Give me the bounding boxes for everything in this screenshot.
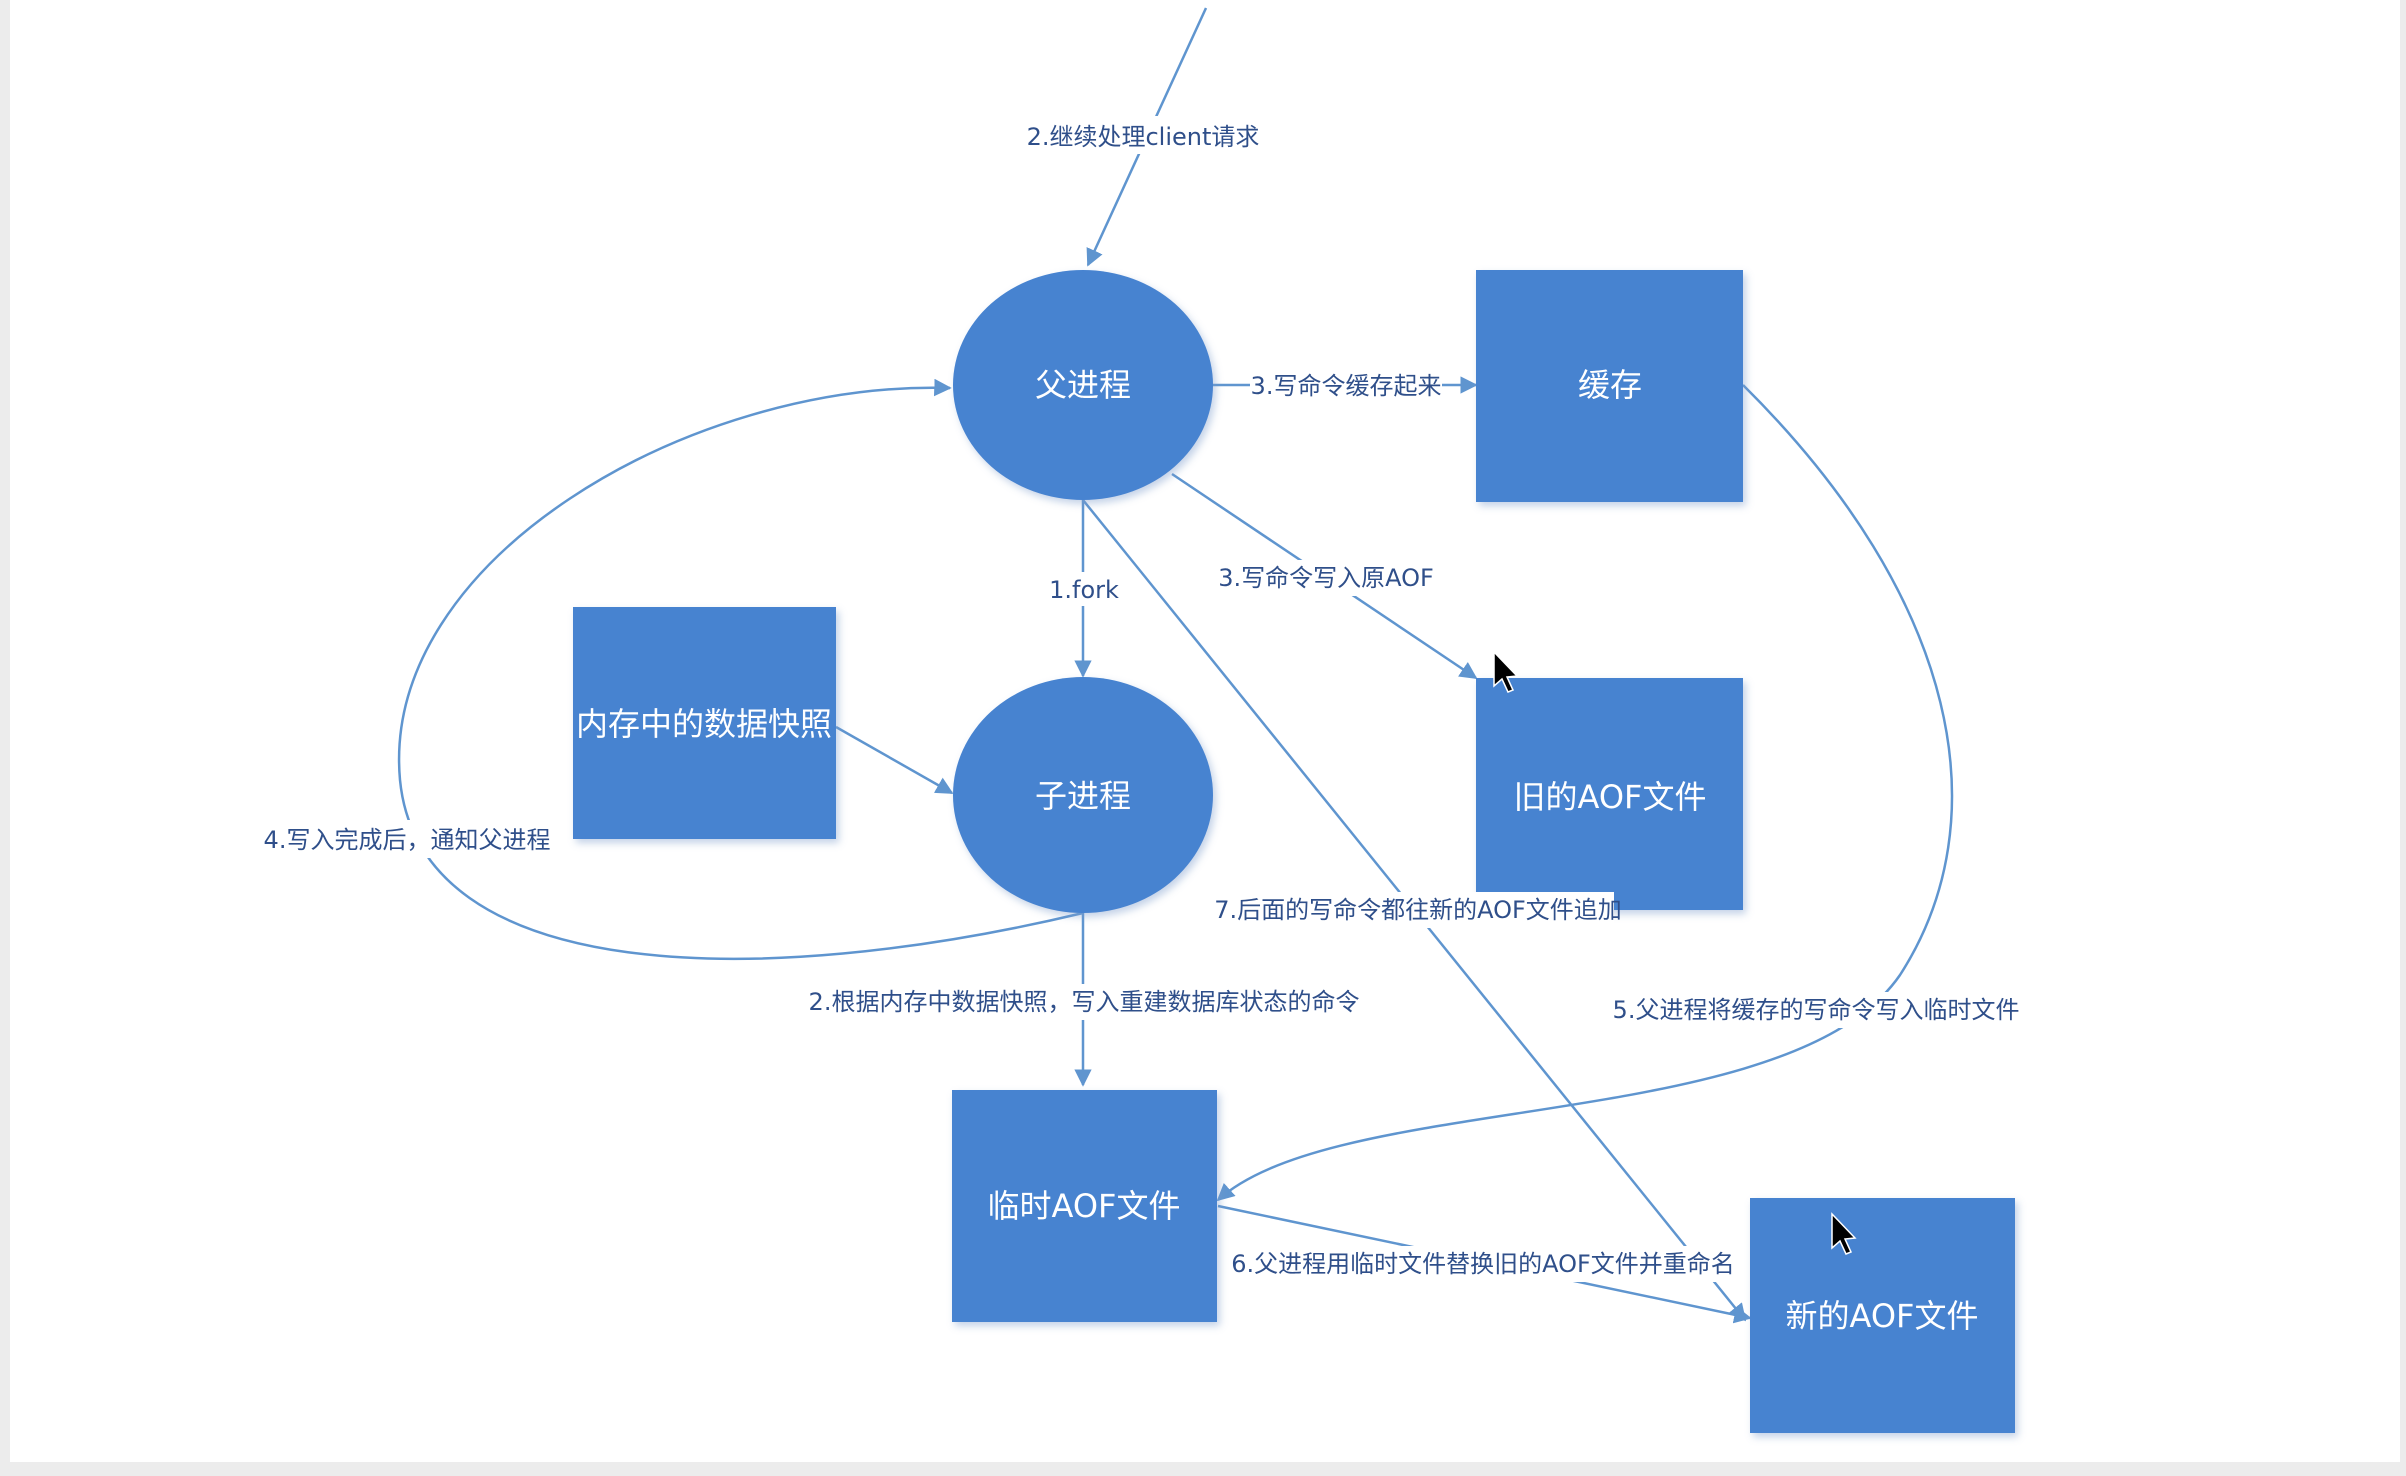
label-write-old-aof: 3.写命令写入原AOF (1218, 564, 1434, 592)
parent-process-label: 父进程 (1035, 366, 1131, 404)
snapshot-label: 内存中的数据快照 (576, 705, 832, 743)
edge-flush-cache (1216, 384, 1954, 1202)
edge-snapshot-to-child (835, 725, 954, 795)
edge-notify-parent (397, 378, 1084, 961)
old-aof-node (1476, 678, 1743, 910)
temp-aof-node (952, 1090, 1217, 1322)
new-aof-label: 新的AOF文件 (1786, 1297, 1979, 1335)
label-flush-cache: 5.父进程将缓存的写命令写入临时文件 (1613, 996, 2020, 1024)
pointer-cursor (1493, 650, 1519, 693)
parent-process-node (953, 270, 1213, 500)
new-aof-node (1750, 1198, 2015, 1433)
pointer-cursor (1831, 1212, 1857, 1255)
old-aof-label: 旧的AOF文件 (1514, 778, 1707, 816)
label-cache-write-cmds: 3.写命令缓存起来 (1251, 372, 1442, 400)
child-process-label: 子进程 (1035, 777, 1131, 815)
child-process-node (953, 677, 1213, 913)
cache-node (1476, 270, 1743, 502)
temp-aof-label: 临时AOF文件 (988, 1187, 1181, 1225)
label-rebuild-cmds: 2.根据内存中数据快照，写入重建数据库状态的命令 (809, 988, 1360, 1016)
label-append-new-aof: 7.后面的写命令都往新的AOF文件追加 (1214, 896, 1622, 924)
label-notify-parent: 4.写入完成后，通知父进程 (264, 826, 551, 854)
snapshot-node (573, 607, 836, 839)
cache-label: 缓存 (1578, 366, 1642, 404)
label-client-requests: 2.继续处理client请求 (1027, 123, 1260, 151)
label-replace-rename: 6.父进程用临时文件替换旧的AOF文件并重命名 (1231, 1250, 1735, 1278)
label-fork: 1.fork (1049, 576, 1119, 604)
